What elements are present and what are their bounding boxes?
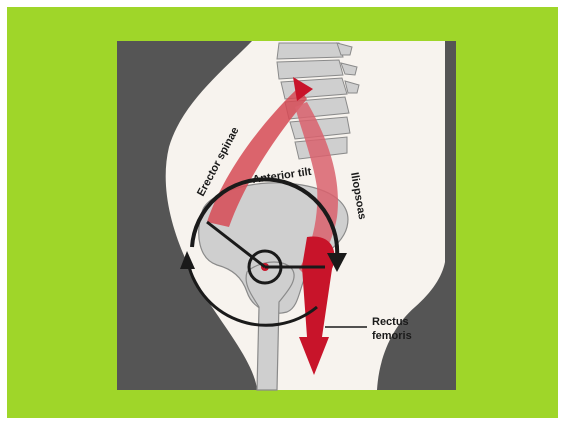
rectus-shaft bbox=[307, 257, 321, 339]
diagram-canvas: Erector spinae Anterior tilt Iliopsoas R… bbox=[7, 7, 558, 418]
rectus-label-line2: femoris bbox=[372, 330, 412, 342]
rectus-label-line1: Rectus bbox=[372, 316, 409, 328]
